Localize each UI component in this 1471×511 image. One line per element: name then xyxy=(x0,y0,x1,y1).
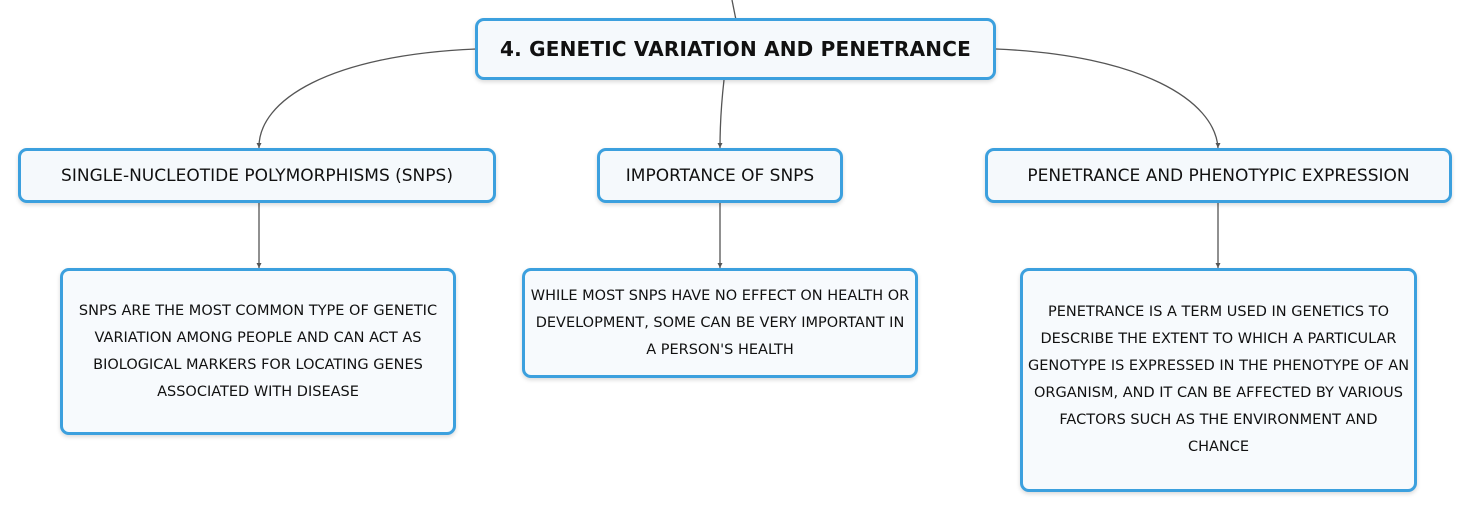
connector-root-to-importance xyxy=(719,79,725,149)
detail-text-importance-of-snps: WHILE MOST SNPS HAVE NO EFFECT ON HEALTH… xyxy=(530,287,910,358)
branch-label-importance-of-snps: IMPORTANCE OF SNPS xyxy=(625,165,815,186)
root-topic-label: 4. GENETIC VARIATION AND PENETRANCE xyxy=(500,37,971,61)
connector-parent-to-root xyxy=(731,0,737,21)
detail-node-penetrance[interactable]: PENETRANCE IS A TERM USED IN GENETICS TO… xyxy=(1020,268,1417,492)
detail-node-snps[interactable]: SNPS ARE THE MOST COMMON TYPE OF GENETIC… xyxy=(60,268,456,435)
detail-text-penetrance: PENETRANCE IS A TERM USED IN GENETICS TO… xyxy=(1027,304,1410,455)
detail-node-importance-of-snps[interactable]: WHILE MOST SNPS HAVE NO EFFECT ON HEALTH… xyxy=(522,268,918,378)
detail-text-snps: SNPS ARE THE MOST COMMON TYPE OF GENETIC… xyxy=(78,302,438,400)
connector-root-to-penetrance xyxy=(995,48,1219,149)
branch-node-snps[interactable]: SINGLE-NUCLEOTIDE POLYMORPHISMS (SNPS) xyxy=(18,148,496,203)
branch-node-penetrance[interactable]: PENETRANCE AND PHENOTYPIC EXPRESSION xyxy=(985,148,1452,203)
branch-label-penetrance: PENETRANCE AND PHENOTYPIC EXPRESSION xyxy=(1027,165,1410,186)
branch-label-snps: SINGLE-NUCLEOTIDE POLYMORPHISMS (SNPS) xyxy=(61,165,453,186)
connector-root-to-snps xyxy=(258,48,477,149)
root-topic-node[interactable]: 4. GENETIC VARIATION AND PENETRANCE xyxy=(475,18,996,80)
branch-node-importance-of-snps[interactable]: IMPORTANCE OF SNPS xyxy=(597,148,843,203)
